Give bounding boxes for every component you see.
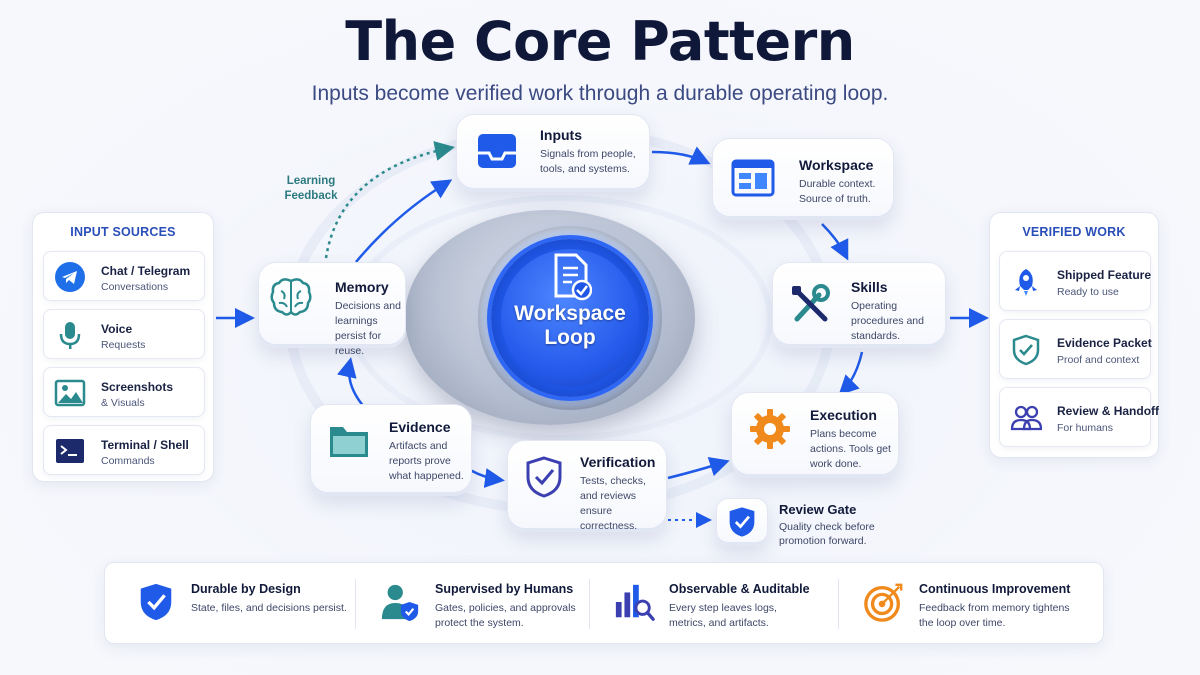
source-label: Terminal / Shell bbox=[101, 438, 189, 452]
output-review-handoff: Review & Handoff For humans bbox=[999, 387, 1159, 447]
output-shipped-feature: Shipped Feature Ready to use bbox=[999, 251, 1151, 311]
feature-desc: State, files, and decisions persist. bbox=[191, 602, 347, 614]
image-icon bbox=[54, 379, 86, 407]
card-skills: Skills Operating procedures and standard… bbox=[772, 262, 946, 348]
hub-core bbox=[501, 249, 639, 387]
card-title: Memory bbox=[335, 279, 389, 295]
target-icon bbox=[864, 583, 903, 622]
microphone-icon bbox=[59, 322, 81, 349]
review-gate-desc: Quality check before promotion forward. bbox=[779, 521, 875, 547]
card-workspace: Workspace Durable context. Source of tru… bbox=[712, 138, 894, 220]
chart-search-icon bbox=[615, 584, 655, 621]
divider bbox=[589, 579, 590, 629]
hub-label: Workspace Loop bbox=[495, 302, 645, 350]
card-title: Execution bbox=[810, 407, 877, 423]
shield-check-icon bbox=[526, 456, 562, 498]
shield-check-icon bbox=[729, 507, 755, 537]
browser-window-icon bbox=[731, 159, 775, 197]
principles-bar: Durable by Design State, files, and deci… bbox=[104, 562, 1104, 644]
source-label: Chat / Telegram bbox=[101, 264, 191, 278]
source-sublabel: Requests bbox=[101, 339, 146, 351]
output-label: Shipped Feature bbox=[1057, 268, 1152, 282]
verified-work-title: VERIFIED WORK bbox=[1022, 225, 1126, 239]
card-title: Verification bbox=[580, 454, 656, 470]
input-sources-panel: INPUT SOURCES Chat / Telegram Conversati… bbox=[32, 212, 214, 482]
feature-desc: Gates, policies, and approvals protect t… bbox=[435, 602, 576, 629]
source-terminal: Terminal / Shell Commands bbox=[43, 425, 205, 475]
card-verification: Verification Tests, checks, and reviews … bbox=[507, 440, 667, 532]
telegram-icon bbox=[55, 262, 85, 292]
user-shield-icon bbox=[381, 584, 419, 622]
card-desc: Signals from people, tools, and systems. bbox=[540, 148, 636, 175]
source-label: Screenshots bbox=[101, 380, 174, 394]
output-sublabel: For humans bbox=[1057, 422, 1114, 434]
feature-desc: Every step leaves logs, metrics, and art… bbox=[669, 602, 777, 629]
output-evidence-packet: Evidence Packet Proof and context bbox=[999, 319, 1152, 379]
feature-desc: Feedback from memory tightens the loop o… bbox=[919, 602, 1070, 629]
card-title: Inputs bbox=[540, 127, 582, 143]
learning-feedback-label: Learning Feedback bbox=[284, 175, 338, 202]
card-title: Evidence bbox=[389, 419, 451, 435]
inbox-icon bbox=[478, 134, 516, 168]
card-desc: Artifacts and reports prove what happene… bbox=[389, 440, 464, 482]
tools-icon bbox=[792, 284, 830, 322]
brain-icon bbox=[270, 278, 312, 316]
shield-check-icon bbox=[1012, 334, 1040, 366]
feature-observable: Observable & Auditable Every step leaves… bbox=[613, 563, 833, 645]
verified-work-panel: VERIFIED WORK Shipped Feature Ready to u… bbox=[989, 212, 1159, 458]
card-desc: Decisions and learnings persist for reus… bbox=[335, 300, 401, 357]
card-desc: Plans become actions. Tools get work don… bbox=[810, 428, 891, 470]
output-label: Review & Handoff bbox=[1057, 404, 1160, 418]
page-title: The Core Pattern bbox=[345, 10, 855, 73]
card-inputs: Inputs Signals from people, tools, and s… bbox=[456, 114, 650, 192]
source-voice: Voice Requests bbox=[43, 309, 205, 359]
source-sublabel: Commands bbox=[101, 455, 155, 467]
card-title: Workspace bbox=[799, 157, 874, 173]
feature-supervised: Supervised by Humans Gates, policies, an… bbox=[379, 563, 599, 645]
review-gate-title: Review Gate bbox=[779, 502, 857, 517]
document-check-icon bbox=[554, 253, 592, 301]
folder-icon bbox=[330, 427, 368, 457]
gear-icon bbox=[750, 409, 790, 449]
card-evidence: Evidence Artifacts and reports prove wha… bbox=[310, 404, 472, 496]
shield-check-icon bbox=[140, 583, 172, 621]
source-sublabel: Conversations bbox=[101, 281, 169, 293]
divider bbox=[838, 579, 839, 629]
source-label: Voice bbox=[101, 322, 133, 336]
rocket-icon bbox=[1015, 269, 1037, 296]
terminal-icon bbox=[56, 439, 84, 463]
hub-label-line1: Workspace bbox=[514, 302, 626, 325]
feature-improvement: Continuous Improvement Feedback from mem… bbox=[863, 563, 1093, 645]
card-title: Skills bbox=[851, 279, 888, 295]
feature-title: Supervised by Humans bbox=[435, 582, 574, 596]
divider bbox=[355, 579, 356, 629]
source-sublabel: & Visuals bbox=[101, 397, 145, 409]
output-sublabel: Ready to use bbox=[1057, 286, 1119, 298]
feature-durable: Durable by Design State, files, and deci… bbox=[135, 563, 355, 645]
output-label: Evidence Packet bbox=[1057, 336, 1152, 350]
feature-title: Continuous Improvement bbox=[919, 582, 1071, 596]
card-desc: Tests, checks, and reviews ensure correc… bbox=[580, 475, 646, 532]
output-sublabel: Proof and context bbox=[1057, 354, 1140, 366]
card-desc: Durable context. Source of truth. bbox=[799, 178, 876, 205]
feature-title: Durable by Design bbox=[191, 582, 301, 596]
card-memory: Memory Decisions and learnings persist f… bbox=[258, 262, 406, 357]
card-execution: Execution Plans become actions. Tools ge… bbox=[731, 392, 899, 478]
feature-title: Observable & Auditable bbox=[669, 582, 810, 596]
card-desc: Operating procedures and standards. bbox=[851, 300, 924, 342]
people-icon bbox=[1010, 405, 1042, 431]
source-screenshots: Screenshots & Visuals bbox=[43, 367, 205, 417]
card-review-gate bbox=[716, 498, 768, 546]
input-sources-title: INPUT SOURCES bbox=[70, 225, 176, 239]
source-chat-telegram: Chat / Telegram Conversations bbox=[43, 251, 205, 301]
page-subtitle: Inputs become verified work through a du… bbox=[311, 82, 889, 105]
hub-label-line2: Loop bbox=[544, 326, 596, 349]
